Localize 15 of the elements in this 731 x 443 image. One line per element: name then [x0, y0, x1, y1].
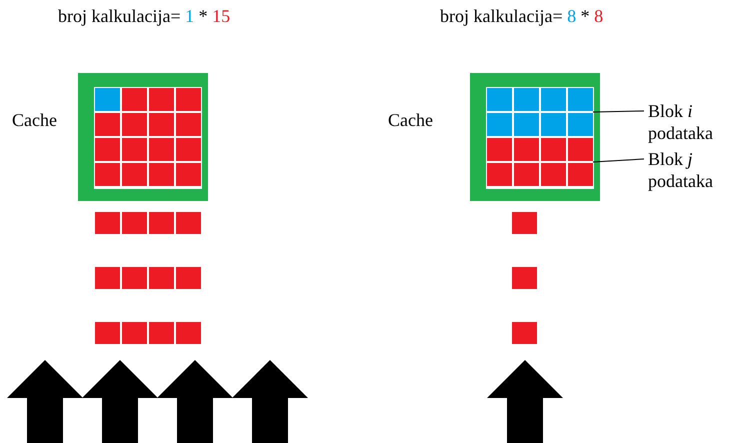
count-number: 8 — [567, 6, 576, 26]
multiply-sign: * — [198, 6, 208, 26]
multiply-sign: * — [580, 6, 590, 26]
cache-label: Cache — [12, 110, 57, 130]
heading-text: broj kalkulacija= — [440, 6, 563, 26]
count-number: 15 — [212, 6, 230, 26]
cache-label: Cache — [388, 110, 433, 130]
data-block — [487, 88, 593, 136]
count-number: 1 — [185, 6, 194, 26]
heading-text: broj kalkulacija= — [58, 6, 181, 26]
leader-line — [592, 158, 644, 162]
count-number: 8 — [594, 6, 604, 26]
block-label: Blok j podataka — [648, 148, 731, 192]
leader-line — [592, 110, 644, 112]
data-block — [487, 138, 593, 186]
